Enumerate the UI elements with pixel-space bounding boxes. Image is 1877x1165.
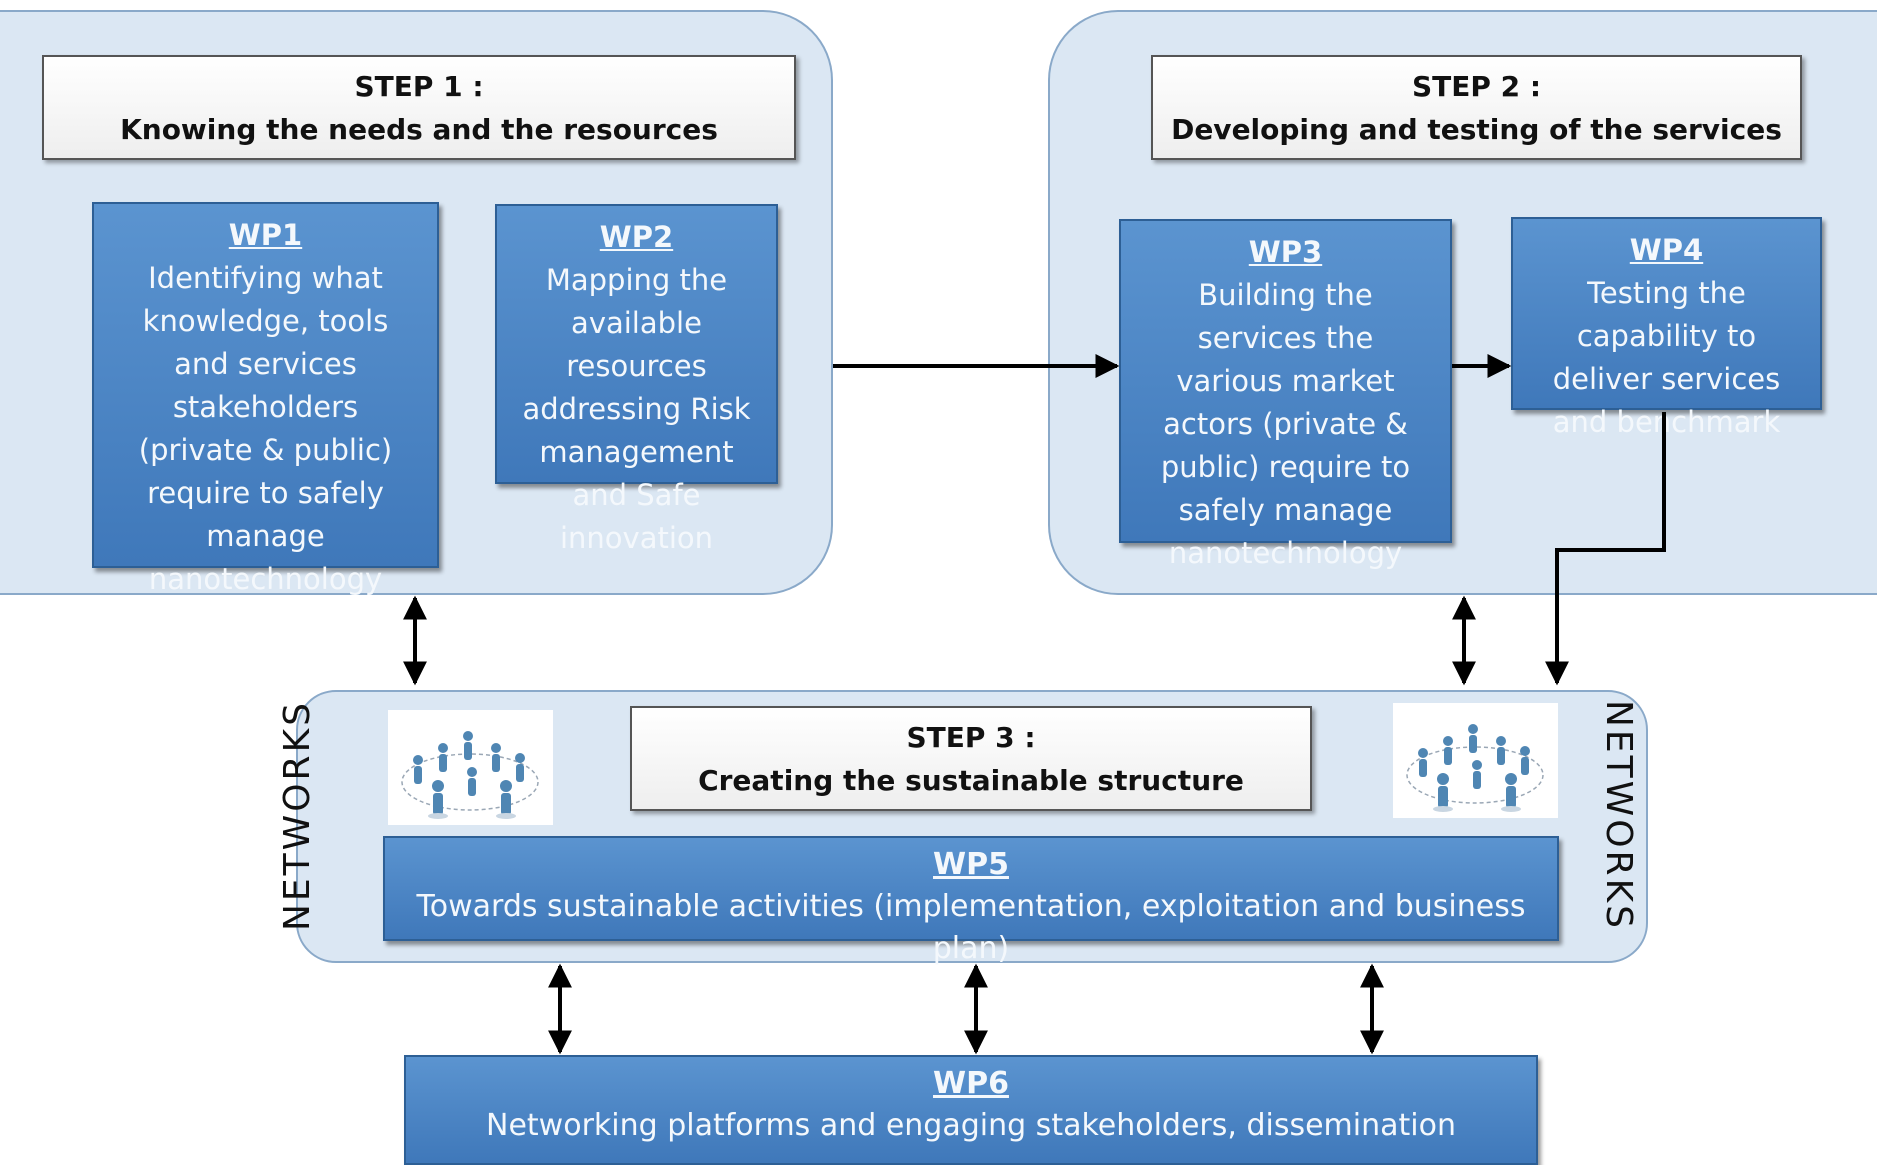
step3-title: Creating the sustainable structure (698, 764, 1244, 797)
wp5-title: WP5 (933, 847, 1009, 882)
wp2-title: WP2 (599, 220, 674, 254)
wp3-text: Building the services the various market… (1160, 278, 1411, 570)
wp4-title: WP4 (1629, 233, 1704, 267)
step1-title: Knowing the needs and the resources (120, 113, 718, 146)
step2-header: STEP 2 : Developing and testing of the s… (1151, 55, 1802, 160)
wp2-box: WP2 Mapping the available resources addr… (495, 204, 778, 555)
wp4-text: Testing the capability to deliver servic… (1552, 276, 1781, 439)
wp5-box: WP5 Towards sustainable activities (impl… (383, 836, 1559, 966)
step2-number: STEP 2 : (1411, 70, 1542, 103)
wp6-title: WP6 (933, 1066, 1009, 1101)
step1-number: STEP 1 : (354, 70, 484, 103)
wp3-title: WP3 (1248, 235, 1323, 269)
wp5-text: Towards sustainable activities (implemen… (416, 889, 1526, 966)
people-network-icon (388, 710, 553, 825)
wp6-box: WP6 Networking platforms and engaging st… (404, 1055, 1538, 1165)
wp3-box: WP3 Building the services the various ma… (1119, 219, 1452, 570)
wp1-title: WP1 (228, 218, 303, 252)
wp1-box: WP1 Identifying what knowledge, tools an… (92, 202, 439, 596)
step2-title: Developing and testing of the services (1171, 113, 1782, 146)
wp2-text: Mapping the available resources addressi… (522, 263, 751, 555)
step3-header: STEP 3 : Creating the sustainable struct… (630, 706, 1312, 811)
step3-number: STEP 3 : (906, 721, 1036, 754)
arrow-wp4-to-step3 (1545, 412, 1666, 686)
people-network-icon (1393, 703, 1558, 818)
wp1-text: Identifying what knowledge, tools and se… (138, 261, 393, 596)
wp4-box: WP4 Testing the capability to deliver se… (1511, 217, 1822, 439)
step1-header: STEP 1 : Knowing the needs and the resou… (42, 55, 796, 160)
wp6-text: Networking platforms and engaging stakeh… (486, 1108, 1456, 1143)
